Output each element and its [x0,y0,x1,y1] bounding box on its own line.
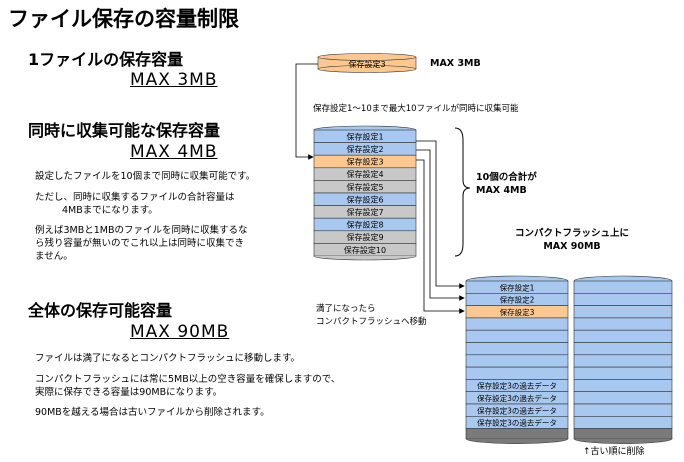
stack-label: 保存設定10 [344,245,386,255]
cf-band [573,292,673,306]
cf-band [465,354,569,368]
cf-label: 保存設定1 [500,282,535,292]
ten-file-stack: 保存設定1 保存設定2 保存設定3 保存設定4 保存設定5 保存設定6 保存設定7 保存設定8… [313,125,417,261]
cf-band [573,403,673,417]
cf-band [465,329,569,343]
stack-label: 保存設定4 [346,169,383,179]
section2-text-6: ません。 [35,251,73,262]
stack-label: 保存設定2 [346,144,383,154]
cf-label: 保存設定3の過去データ [477,418,557,428]
section1-capacity: MAX 3MB [130,70,218,90]
cf-bottom [465,438,569,444]
section3-text-4: 90MBを越える場合は古いファイルから削除されます。 [35,407,270,418]
cf-band [573,366,673,380]
section3-text-2: コンパクトフラッシュには常に5MB以上の空き容量を確保しますので、 [35,374,341,385]
cf-band [465,366,569,380]
cf-band [573,317,673,331]
cf-band [573,305,673,319]
move-arrow-2 [416,149,465,301]
cf-band [573,329,673,343]
cf-line1: コンパクトフラッシュ上に [515,227,629,239]
total-bracket [454,127,471,257]
cf-label: 保存設定2 [500,295,535,305]
caption-top: 保存設定1～10まで最大10ファイルが同時に収集可能 [313,103,519,114]
move-arrow-3 [416,159,465,314]
section2-text-3: 4MBまでになります。 [62,205,158,216]
section2-text-2: ただし、同時に収集するファイルの合計容量は [35,192,235,203]
move-arrow-1 [416,140,465,289]
section1-heading: 1ファイルの保存容量 [28,50,184,69]
move-line2: コンパクトフラッシュへ移動 [316,316,427,327]
cf-base [573,428,673,439]
cf-label: 保存設定3の過去データ [477,405,557,415]
section3-capacity: MAX 90MB [130,322,230,342]
cf-band [573,354,673,368]
stack-label: 保存設定7 [346,207,383,217]
section3-text-1: ファイルは満了になるとコンパクトフラッシュに移動します。 [35,353,301,364]
cf-bottom [573,438,673,444]
cf-base [465,428,569,439]
stack-label: 保存設定8 [346,220,383,230]
cf-band [573,342,673,356]
cf-band [573,391,673,405]
page-title: ファイル保存の容量制限 [8,7,239,31]
cf-band [465,317,569,331]
cf-band [573,280,673,294]
section2-heading: 同時に収集可能な保存容量 [28,121,221,140]
cf-label: 保存設定3の過去データ [477,381,557,391]
single-file-label: 保存設定3 [348,59,385,69]
section2-text-5: ら残り容量が無いのでこれ以上は同時に収集でき [35,238,245,249]
total-line2: MAX 4MB [476,185,527,196]
single-file-cylinder: 保存設定3 [317,53,417,73]
cf-band [573,415,673,429]
stack-bottom [313,255,417,261]
cf-label: 保存設定3の過去データ [477,393,557,403]
section2-text-1: 設定したファイルを10個まで同時に収集可能です。 [35,171,256,182]
stack-label: 保存設定1 [346,131,383,141]
single-file-max: MAX 3MB [430,58,481,69]
move-line1: 満了になったら [316,304,376,314]
cf-cylinder-left: 保存設定1 保存設定2 保存設定3 保存設定3の過去データ保存設定3の過去データ保存設… [465,275,569,444]
total-line1: 10個の合計が [476,171,537,183]
move-arrow-single [295,63,318,160]
section2-text-4: 例えば3MBと1MBのファイルを同時に収集するな [35,225,248,236]
cf-band [465,342,569,356]
section3-text-3: 実際に保存できる容量は90MBになります。 [35,387,223,398]
section2-capacity: MAX 4MB [130,142,218,162]
stack-label: 保存設定5 [346,182,383,192]
cf-label: 保存設定3 [500,307,535,317]
cf-cylinder-right [573,275,673,444]
stack-label: 保存設定9 [346,232,383,242]
stack-label: 保存設定6 [346,194,383,204]
cf-line2: MAX 90MB [543,241,600,252]
section3-heading: 全体の保存可能容量 [28,301,173,320]
cf-band [573,379,673,392]
delete-note: ↑古い順に削除 [583,445,645,457]
stack-label: 保存設定3 [346,157,383,167]
